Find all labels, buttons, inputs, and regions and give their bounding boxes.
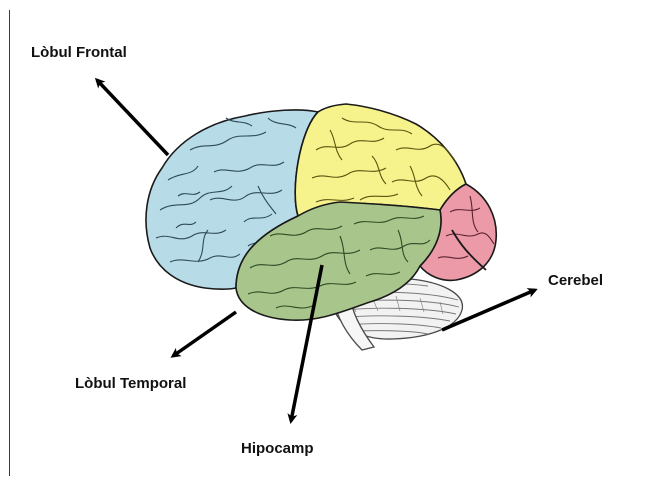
label-hippocampus: Hipocamp — [241, 440, 314, 457]
label-cerebellum: Cerebel — [548, 272, 603, 289]
arrow-frontal — [97, 80, 168, 155]
label-frontal-lobe: Lòbul Frontal — [31, 44, 127, 61]
label-temporal-lobe: Lòbul Temporal — [75, 375, 186, 392]
arrow-temporal — [173, 312, 236, 356]
parietal-lobe-region — [295, 104, 466, 216]
